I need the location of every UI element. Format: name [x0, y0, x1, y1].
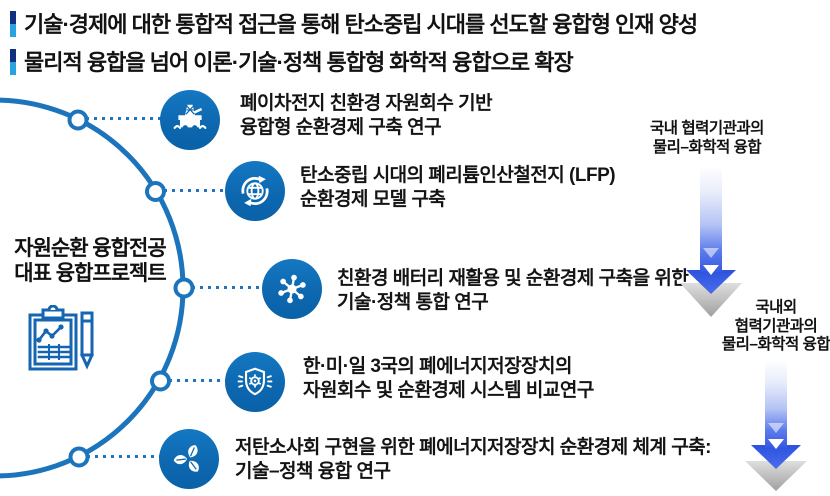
project-3-text: 친환경 배터리 재활용 및 순환경제 구축을 위한 기술·정책 통합 연구 [337, 267, 689, 315]
program-title-line-1: 자원순환 융합전공 [14, 237, 166, 260]
arrow-shaft [765, 360, 787, 448]
project-1-line-1: 폐이차전지 친환경 자원회수 기반 [240, 93, 493, 114]
shield-gear-icon [225, 352, 285, 412]
project-4-line-2: 자원회수 및 순환경제 시스템 비교연구 [303, 380, 594, 401]
dotted-connector [192, 286, 266, 289]
project-2-line-2: 순환경제 모델 구축 [300, 189, 446, 210]
globe-recycle-icon [225, 161, 285, 221]
project-1-line-2: 융합형 순환경제 구축 연구 [240, 117, 442, 138]
arrow-2-label-line-1: 국내외 [755, 299, 797, 316]
project-4-text: 한·미·일 3국의 폐에너지저장장치의 자원회수 및 순환경제 시스템 비교연구 [303, 355, 594, 403]
project-1-text: 폐이차전지 친환경 자원회수 기반 융합형 순환경제 구축 연구 [240, 92, 493, 140]
down-arrow-icon [745, 360, 807, 492]
project-4-line-1: 한·미·일 3국의 폐에너지저장장치의 [303, 356, 572, 377]
program-title: 자원순환 융합전공 대표 융합프로젝트 [0, 236, 180, 286]
program-title-line-2: 대표 융합프로젝트 [14, 262, 166, 285]
chevron-down-icon [703, 248, 719, 258]
down-arrow-icon [680, 166, 742, 318]
clipboard-chart-pencil-icon [28, 305, 94, 371]
arrow-shaft [700, 166, 722, 272]
project-3-line-1: 친환경 배터리 재활용 및 순환경제 구축을 위한 [337, 268, 689, 289]
arrow-2-label-line-3: 물리–화학적 융합 [721, 336, 830, 353]
dotted-connector [87, 455, 163, 458]
chevron-down-icon [768, 439, 784, 449]
header-line-2: 물리적 융합을 넘어 이론·기술·정책 통합형 화학적 융합으로 확장 [24, 50, 574, 75]
project-5-text: 저탄소사회 구현을 위한 폐에너지저장장치 순환경제 체계 구축: 기술–정책 … [235, 436, 711, 484]
project-2-line-1: 탄소중립 시대의 폐리튬인산철전지 (LFP) [300, 165, 616, 186]
project-3-line-2: 기술·정책 통합 연구 [337, 292, 489, 313]
dotted-connector [164, 189, 229, 192]
bullet-bar-icon [10, 11, 16, 37]
project-2-text: 탄소중립 시대의 폐리튬인산철전지 (LFP) 순환경제 모델 구축 [300, 164, 616, 212]
project-5-line-2: 기술–정책 융합 연구 [235, 461, 391, 482]
bullet-bar-icon [10, 49, 16, 75]
project-5-line-1: 저탄소사회 구현을 위한 폐에너지저장장치 순환경제 체계 구축: [235, 437, 711, 458]
molecule-network-icon [262, 259, 322, 319]
chevron-down-icon [768, 423, 784, 433]
arrow-1-label: 국내 협력기관과의 물리–화학적 융합 [627, 120, 787, 157]
dotted-connector [169, 379, 229, 382]
header-line-1: 기술·경제에 대한 통합적 접근을 통해 탄소중립 시대를 선도할 융합형 인재… [24, 12, 698, 37]
arrow-2-label-line-2: 협력기관과의 [734, 317, 818, 335]
dotted-connector [86, 117, 164, 120]
oil-platform-icon [160, 90, 220, 150]
recycle-leaves-icon [159, 429, 219, 489]
arrow-2-label: 국내외 협력기관과의 물리–화학적 융합 [696, 299, 830, 355]
arrow-1-label-line-2: 물리–화학적 융합 [652, 138, 762, 156]
arrow-1-label-line-1: 국내 협력기관과의 [650, 120, 764, 137]
chevron-down-icon [703, 265, 719, 275]
